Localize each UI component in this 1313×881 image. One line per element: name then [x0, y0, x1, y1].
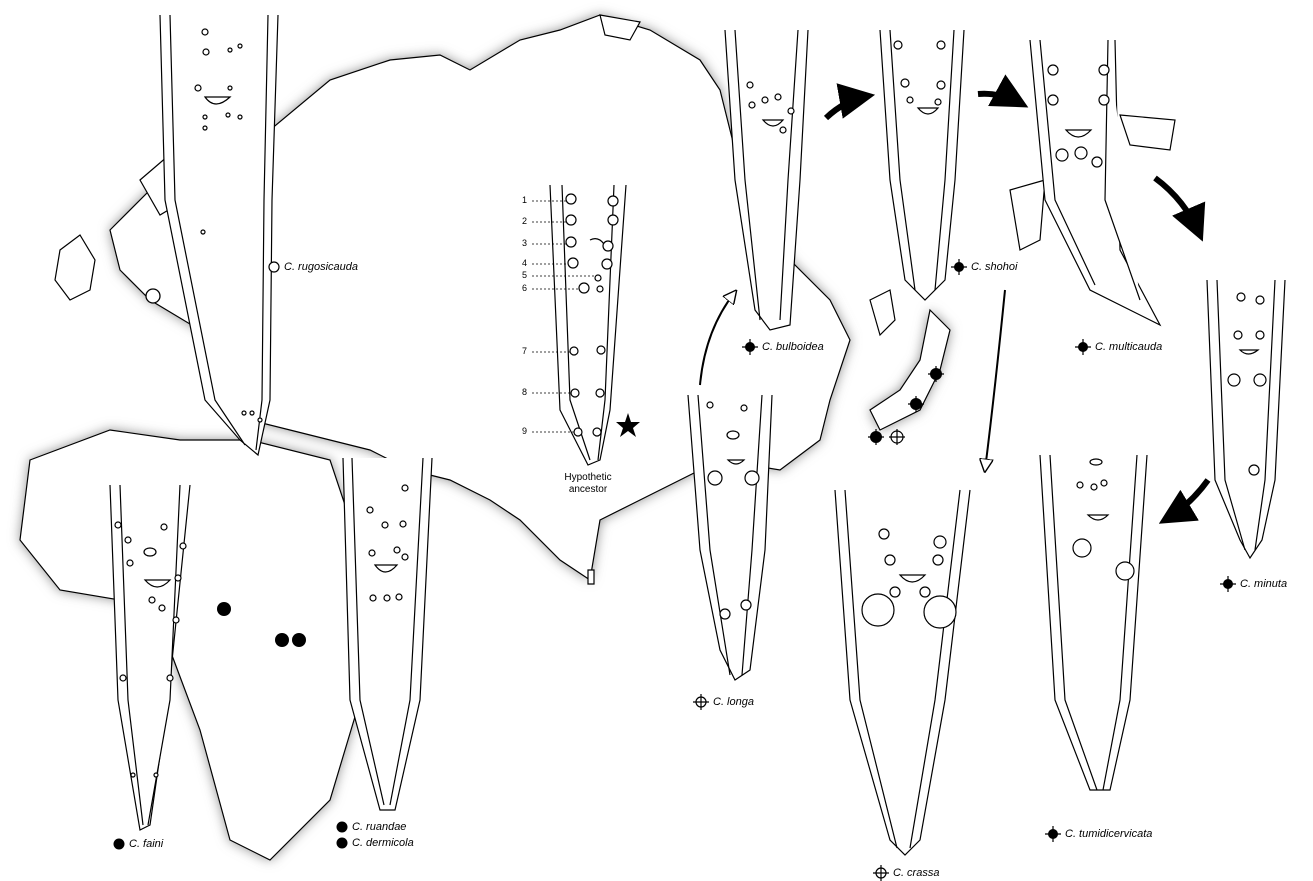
filled-circle-icon: [336, 821, 348, 833]
label-bulboidea: C. bulboidea: [742, 339, 824, 355]
label-faini: C. faini: [113, 838, 163, 850]
ancestor-caption: Hypothetic ancestor: [548, 472, 628, 496]
papilla-number-2: 2: [522, 216, 527, 226]
papilla-number-9: 9: [522, 426, 527, 436]
label-tumidicervicata: C. tumidicervicata: [1045, 826, 1152, 842]
filled-cross-circle-icon: [742, 339, 758, 355]
filled-cross-circle-icon: [1220, 576, 1236, 592]
papilla-number-3: 3: [522, 238, 527, 248]
tail-rugosicauda: [160, 15, 278, 455]
marker-dermicola: [292, 633, 306, 647]
papilla-number-1: 1: [522, 195, 527, 205]
kamchatka: [1010, 180, 1045, 250]
label-ruandae: C. ruandae: [336, 821, 406, 833]
papilla-number-4: 4: [522, 258, 527, 268]
ancestor-title-line2: ancestor: [548, 484, 628, 496]
papilla-number-7: 7: [522, 346, 527, 356]
label-minuta: C. minuta: [1220, 576, 1287, 592]
papilla-number-8: 8: [522, 387, 527, 397]
arrow-shohoi-crassa: [985, 290, 1005, 470]
filled-cross-circle-icon: [951, 259, 967, 275]
sakhalin: [1120, 115, 1175, 150]
papilla-number-6: 6: [522, 283, 527, 293]
ancestor-title-line1: Hypothetic: [548, 472, 628, 484]
sri-lanka: [588, 570, 594, 584]
british-isles: [55, 235, 95, 300]
tail-tumidicervicata: [1040, 455, 1147, 790]
marker-faini: [217, 602, 231, 616]
marker-japan-open: [889, 429, 905, 445]
tail-multicauda: [1030, 40, 1160, 325]
tail-crassa: [835, 490, 970, 855]
arrow-bulboidea-shohoi: [826, 96, 868, 118]
arrow-shohoi-multicauda: [978, 94, 1022, 104]
marker-rugosicauda: [146, 289, 160, 303]
label-dermicola: C. dermicola: [336, 837, 414, 849]
label-rugosicauda: C. rugosicauda: [268, 261, 358, 273]
label-longa: C. longa: [693, 694, 754, 710]
open-cross-circle-icon: [693, 694, 709, 710]
tail-minuta: [1207, 280, 1285, 558]
papilla-number-5: 5: [522, 270, 527, 280]
arrow-minuta-tumidicervicata: [1165, 480, 1208, 520]
filled-cross-circle-icon: [1075, 339, 1091, 355]
marker-japan-filled-3: [868, 429, 884, 445]
arrow-multicauda-minuta: [1155, 178, 1200, 235]
open-circle-icon: [268, 261, 280, 273]
label-crassa: C. crassa: [873, 865, 939, 881]
tail-longa: [688, 395, 772, 680]
open-cross-circle-icon: [873, 865, 889, 881]
label-shohoi: C. shohoi: [951, 259, 1017, 275]
label-multicauda: C. multicauda: [1075, 339, 1162, 355]
korea: [870, 290, 895, 335]
africa: [20, 430, 380, 860]
marker-ruandae: [275, 633, 289, 647]
filled-circle-icon: [113, 838, 125, 850]
filled-circle-icon: [336, 837, 348, 849]
tail-ruandae: [343, 458, 432, 810]
filled-cross-circle-icon: [1045, 826, 1061, 842]
